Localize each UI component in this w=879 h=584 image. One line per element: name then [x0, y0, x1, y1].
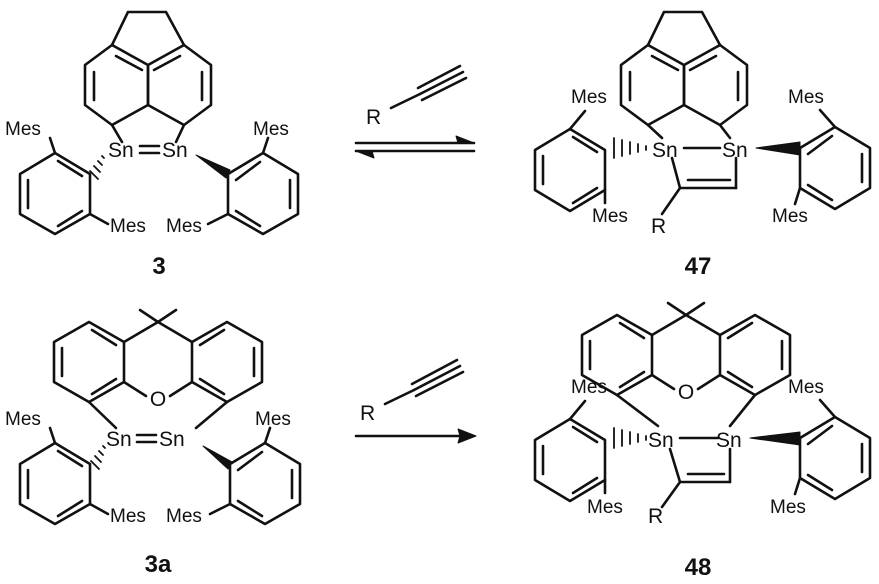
forward-arrow — [354, 428, 477, 444]
compound-3-mes-bottom-left: Mes — [110, 216, 146, 237]
compound-3-mes-top-left: Mes — [5, 119, 41, 140]
reagent-2-r: R — [360, 402, 375, 425]
compound-3a-sn-right: Sn — [159, 428, 185, 451]
compound-3a-mes-top-left: Mes — [5, 409, 41, 430]
compound-48-label: 48 — [685, 554, 712, 581]
compound-48-mes-bottom-right: Mes — [770, 497, 806, 518]
compound-3-mes-top-right: Mes — [253, 119, 289, 140]
compound-48-sn-right: Sn — [716, 429, 742, 452]
compound-3-sn-right: Sn — [162, 139, 188, 162]
compound-48-mes-bottom-left: Mes — [587, 497, 623, 518]
compound-47-sn-left: Sn — [652, 139, 678, 162]
compound-47-label: 47 — [685, 253, 712, 280]
compound-3a-mes-bottom-right: Mes — [166, 506, 202, 527]
compound-3a-mes-top-right: Mes — [255, 409, 291, 430]
compound-48-mes-top-left: Mes — [571, 377, 607, 398]
reagent-alkyne-1 — [389, 64, 468, 110]
reagent-1-r: R — [366, 106, 381, 129]
compound-48-sn-left: Sn — [648, 429, 674, 452]
compound-48-r: R — [648, 505, 663, 528]
compound-3-structure — [18, 10, 300, 236]
compound-47-mes-top-right: Mes — [788, 87, 824, 108]
compound-47-structure — [533, 10, 872, 216]
compound-48-mes-top-right: Mes — [788, 377, 824, 398]
compound-3a-mes-bottom-left: Mes — [110, 506, 146, 527]
compound-47-mes-bottom-right: Mes — [772, 206, 808, 227]
compound-47-sn-right: Sn — [722, 139, 748, 162]
compound-47-mes-top-left: Mes — [571, 87, 607, 108]
compound-3-label: 3 — [152, 253, 165, 280]
compound-3-mes-bottom-right: Mes — [166, 216, 202, 237]
compound-47-r: R — [651, 215, 666, 238]
compound-48-o: O — [678, 381, 694, 404]
compound-3a-o: O — [150, 388, 166, 411]
compound-3a-sn-left: Sn — [106, 428, 132, 451]
compound-3a-structure — [18, 308, 302, 526]
compound-3-sn-left: Sn — [108, 139, 134, 162]
compound-48-structure — [533, 301, 872, 509]
compound-47-mes-bottom-left: Mes — [592, 206, 628, 227]
reagent-alkyne-2 — [383, 358, 465, 406]
compound-3a-label: 3a — [145, 551, 172, 578]
equilibrium-arrow — [354, 135, 476, 159]
